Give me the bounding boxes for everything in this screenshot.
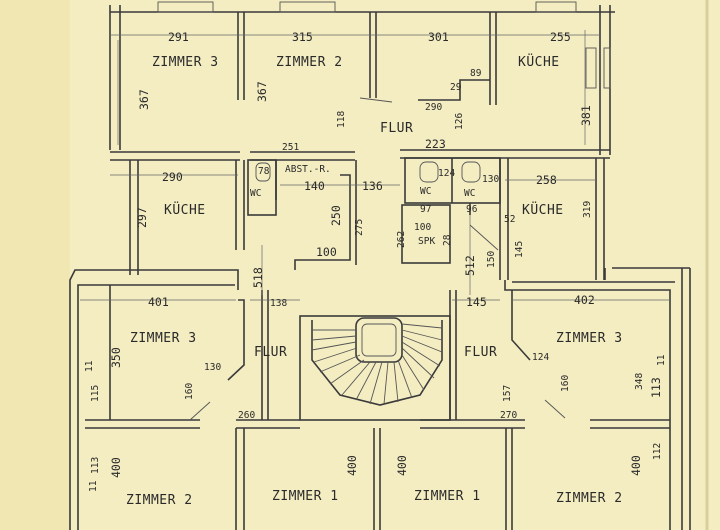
dimension-label: 381 [579, 105, 593, 126]
dimension-label: 260 [238, 410, 255, 421]
dimension-label: 89 [470, 68, 482, 79]
dimension-label: 157 [502, 385, 513, 402]
dimension-label: 100 [414, 222, 431, 233]
dimension-label: 96 [466, 204, 478, 215]
room-label: ZIMMER 1 [414, 489, 481, 504]
dimension-label: 255 [550, 30, 571, 44]
dimension-label: 11 [88, 480, 99, 492]
dimension-label: 223 [425, 137, 446, 151]
dimension-label: 301 [428, 30, 449, 44]
dimension-label: 367 [255, 81, 269, 102]
dimension-numbers: 291 315 301 255 367 367 118 89 29 290 12… [84, 30, 667, 492]
room-label: ZIMMER 2 [126, 493, 193, 508]
dimension-label: 315 [292, 30, 313, 44]
dimension-label: 145 [466, 295, 487, 309]
staircase [299, 315, 451, 421]
dimension-label: 118 [336, 111, 347, 128]
dimension-label: 52 [504, 214, 515, 225]
fixtures [255, 47, 611, 183]
dimension-label: 150 [486, 251, 497, 268]
dimension-label: 400 [109, 457, 123, 478]
dimension-label: 402 [574, 293, 595, 307]
dimension-label: 297 [135, 207, 149, 228]
dimension-label: 512 [463, 255, 477, 276]
dimension-label: 250 [329, 205, 343, 226]
dimension-label: 11 [656, 354, 667, 366]
dimension-label: 160 [560, 375, 571, 392]
dimension-label: 262 [396, 231, 407, 248]
room-label: ZIMMER 3 [152, 55, 219, 70]
room-label: FLUR [254, 345, 287, 360]
room-label: KÜCHE [522, 201, 564, 218]
dimension-label: 291 [168, 30, 189, 44]
dimension-label: 124 [532, 352, 549, 363]
room-label: FLUR [464, 345, 497, 360]
dimension-label: 290 [425, 102, 442, 113]
room-label: ZIMMER 3 [556, 331, 623, 346]
dimension-label: 113 [649, 377, 663, 398]
room-label: KÜCHE [164, 201, 206, 218]
room-label: WC [464, 188, 475, 199]
dimension-label: 138 [270, 298, 287, 309]
dimension-label: 29 [450, 82, 462, 93]
dimension-label: 400 [629, 455, 643, 476]
room-label: ZIMMER 3 [130, 331, 197, 346]
dimension-label: 145 [514, 241, 525, 258]
dimension-label: 136 [362, 179, 383, 193]
dimension-label: 113 [90, 457, 101, 474]
dimension-label: 350 [109, 347, 123, 368]
dimension-label: 400 [345, 455, 359, 476]
dimension-label: 251 [282, 142, 299, 153]
dimension-label: 140 [304, 179, 325, 193]
dimension-label: 130 [204, 362, 221, 373]
dimension-label: 275 [354, 219, 365, 236]
dimension-label: 400 [395, 455, 409, 476]
dimension-label: 97 [420, 204, 431, 215]
dimension-label: 518 [251, 267, 265, 288]
dimension-label: 100 [316, 245, 337, 259]
paper-left-edge [0, 0, 70, 530]
dimension-label: 130 [482, 174, 499, 185]
dimension-label: 160 [184, 383, 195, 400]
dimension-label: 319 [582, 201, 593, 218]
room-labels: ZIMMER 3 ZIMMER 2 KÜCHE FLUR KÜCHE ABST.… [126, 53, 623, 508]
dimension-label: 112 [652, 443, 663, 460]
dimension-label: 401 [148, 295, 169, 309]
room-label: ZIMMER 1 [272, 489, 339, 504]
dimension-label: 115 [90, 385, 101, 402]
room-label: ZIMMER 2 [556, 491, 623, 506]
dimension-label: 124 [438, 168, 455, 179]
room-label: SPK [418, 236, 435, 247]
dimension-label: 126 [454, 113, 465, 130]
room-label: WC [250, 188, 261, 199]
room-label: KÜCHE [518, 53, 560, 70]
dimension-label: 258 [536, 173, 557, 187]
dimension-label: 11 [84, 360, 95, 372]
dimension-label: 78 [258, 166, 270, 177]
room-label: WC [420, 186, 431, 197]
walls [69, 1, 691, 530]
dimension-label: 28 [442, 234, 453, 246]
room-label: ZIMMER 2 [276, 55, 343, 70]
dimension-lines [80, 30, 670, 301]
dimension-label: 367 [137, 89, 151, 110]
room-label: ABST.-R. [285, 164, 331, 175]
dimension-label: 270 [500, 410, 517, 421]
dimension-label: 290 [162, 170, 183, 184]
room-label: FLUR [380, 121, 413, 136]
dimension-label: 348 [634, 373, 645, 390]
